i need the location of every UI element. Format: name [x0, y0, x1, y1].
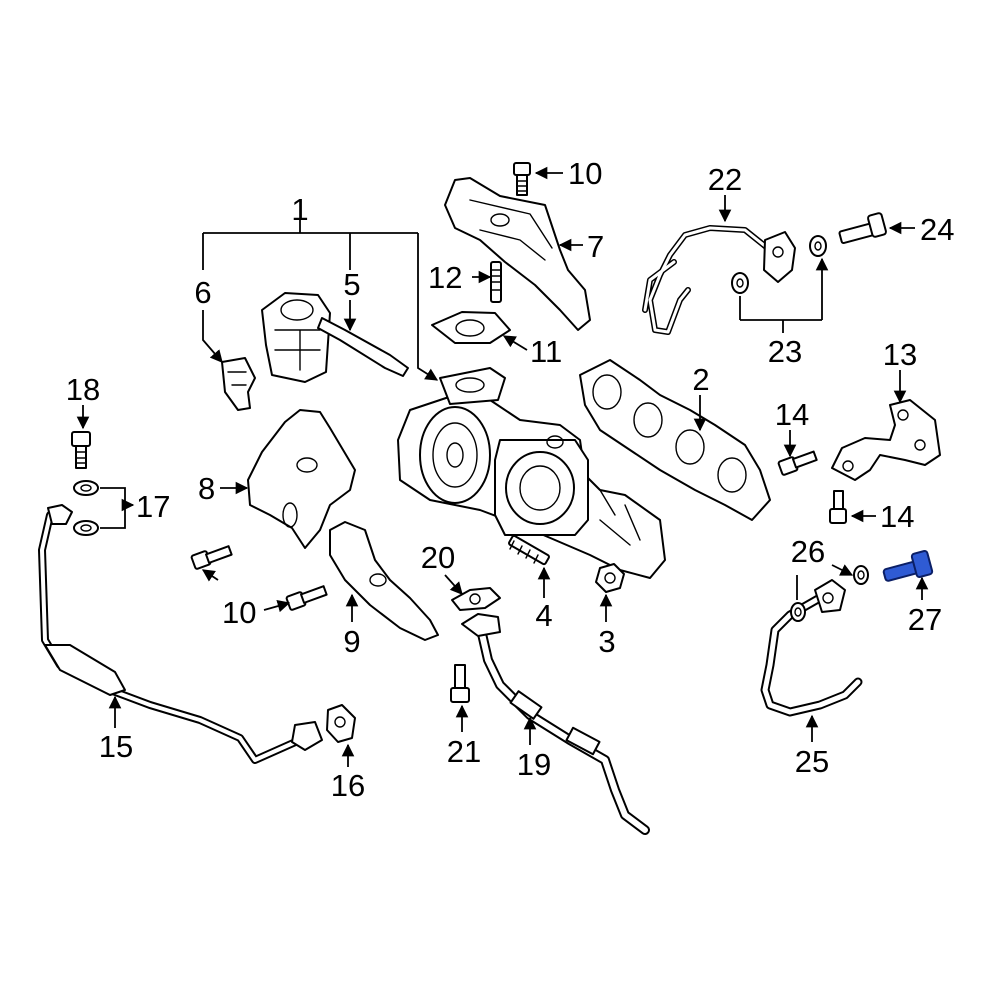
- callout-2: 2: [692, 362, 709, 397]
- turbo-inlet-gasket[interactable]: [431, 311, 511, 344]
- banjo-bolt[interactable]: [838, 212, 887, 245]
- callout-14-upper: 14: [775, 397, 809, 432]
- callout-21: 21: [447, 734, 481, 769]
- solenoid-valve[interactable]: [221, 357, 256, 411]
- callout-6: 6: [194, 275, 211, 310]
- callout-10-lower: 10: [222, 595, 256, 630]
- callout-15: 15: [99, 729, 133, 764]
- callout-labels: 1 6 5 10 7 12 11 2 22 24 23 13 14 14 18 …: [66, 156, 955, 803]
- callout-17: 17: [136, 489, 170, 524]
- stud[interactable]: [490, 261, 502, 303]
- turbocharger[interactable]: [397, 367, 666, 579]
- exhaust-manifold-gasket[interactable]: [579, 359, 771, 521]
- heat-shield-upper[interactable]: [444, 177, 591, 331]
- bracket-bolt-lower[interactable]: [829, 490, 847, 524]
- leader-lines: [76, 166, 929, 767]
- nut[interactable]: [595, 563, 625, 593]
- oil-feed-pipe[interactable]: [38, 504, 323, 764]
- callout-24: 24: [920, 212, 954, 247]
- turbo-heat-shield[interactable]: [247, 409, 356, 549]
- callout-12: 12: [428, 260, 462, 295]
- callout-23: 23: [768, 334, 802, 369]
- oil-feed-gasket[interactable]: [326, 704, 356, 743]
- oil-return-gasket[interactable]: [451, 587, 501, 611]
- callout-25: 25: [795, 744, 829, 779]
- bracket-bolt-upper[interactable]: [777, 450, 818, 476]
- callout-16: 16: [331, 768, 365, 803]
- callout-4: 4: [535, 598, 552, 633]
- callout-8: 8: [198, 471, 215, 506]
- bolt-left-lower[interactable]: [285, 585, 328, 611]
- callout-14-lower: 14: [880, 499, 914, 534]
- wastegate-actuator[interactable]: [261, 292, 409, 383]
- callout-10-top: 10: [568, 156, 602, 191]
- callout-3: 3: [598, 624, 615, 659]
- callout-26: 26: [791, 534, 825, 569]
- bolt-18[interactable]: [71, 431, 91, 469]
- oil-return-pipe[interactable]: [461, 613, 650, 835]
- callout-18: 18: [66, 372, 100, 407]
- highlighted-banjo-bolt[interactable]: [882, 550, 934, 582]
- callout-5: 5: [343, 267, 360, 302]
- washers-17[interactable]: [73, 480, 99, 536]
- bolt-left-upper[interactable]: [190, 545, 233, 570]
- lower-heat-shield[interactable]: [329, 521, 439, 641]
- callout-20: 20: [421, 540, 455, 575]
- callout-11: 11: [530, 334, 562, 369]
- callout-19: 19: [517, 747, 551, 782]
- callout-27: 27: [908, 602, 942, 637]
- stud-4[interactable]: [508, 534, 550, 566]
- bolt-21[interactable]: [450, 664, 470, 703]
- callout-7: 7: [587, 229, 604, 264]
- callout-9: 9: [343, 624, 360, 659]
- callout-1: 1: [291, 192, 308, 227]
- support-bracket[interactable]: [831, 399, 941, 481]
- bolt-top[interactable]: [513, 162, 531, 196]
- coolant-pipe[interactable]: [760, 579, 863, 717]
- oil-feed-pipe-upper[interactable]: [642, 225, 796, 335]
- callout-22: 22: [708, 162, 742, 197]
- callout-13: 13: [883, 337, 917, 372]
